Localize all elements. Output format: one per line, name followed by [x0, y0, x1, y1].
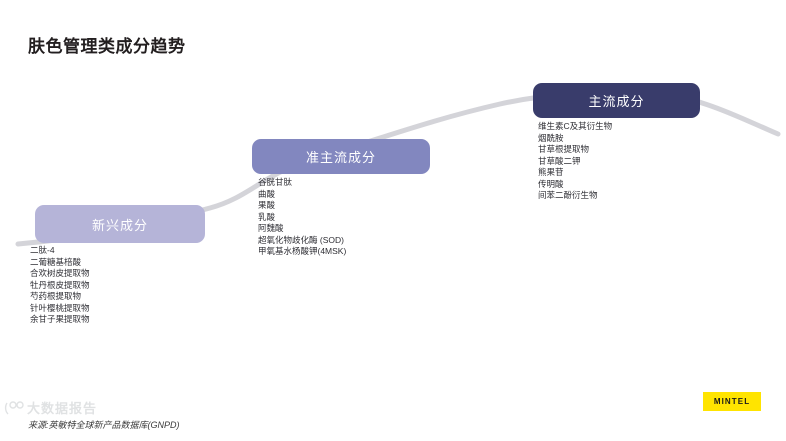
- list-item: 甘草酸二钾: [538, 155, 581, 166]
- list-item: 谷胱甘肽: [258, 177, 293, 187]
- list-item: 二葡糖基棓酸: [30, 256, 82, 267]
- list-item: 芍药根提取物: [30, 291, 82, 301]
- list-item: 针叶樱桃提取物: [30, 302, 90, 313]
- stage-semi-mainstream-ingredient-list: 谷胱甘肽 曲酸 果酸 乳酸 阿魏酸 超氧化物歧化酶 (SOD) 甲氧基水杨酸钾(…: [258, 177, 346, 258]
- mintel-logo: MINTEL: [703, 392, 761, 411]
- list-item: 余甘子果提取物: [30, 314, 90, 324]
- list-item: 果酸: [258, 200, 276, 210]
- list-item: 阿魏酸: [258, 223, 284, 233]
- list-item: 间苯二酚衍生物: [538, 190, 598, 200]
- list-item: 二肽-4: [30, 245, 55, 255]
- list-item: 合欢树皮提取物: [30, 268, 90, 278]
- stage-emerging-ingredient-list: 二肽-4 二葡糖基棓酸 合欢树皮提取物 牡丹根皮提取物 芍药根提取物 针叶樱桃提…: [30, 245, 90, 326]
- stage-mainstream-ingredient-list: 维生素C及其衍生物 烟酰胺 甘草根提取物 甘草酸二钾 熊果苷 传明酸 间苯二酚衍…: [538, 121, 612, 202]
- list-item: 传明酸: [538, 178, 564, 189]
- list-item: 超氧化物歧化酶 (SOD): [258, 234, 344, 245]
- stage-emerging-label[interactable]: 新兴成分: [35, 205, 205, 243]
- list-item: 牡丹根皮提取物: [30, 279, 90, 290]
- list-item: 熊果苷: [538, 167, 564, 177]
- stage-semi-mainstream-label[interactable]: 准主流成分: [252, 139, 430, 174]
- list-item: 甘草根提取物: [538, 144, 590, 154]
- stage-mainstream-label[interactable]: 主流成分: [533, 83, 700, 118]
- list-item: 甲氧基水杨酸钾(4MSK): [258, 246, 347, 256]
- source-footnote: 来源:英敏特全球新产品数据库(GNPD): [28, 420, 180, 430]
- list-item: 烟酰胺: [538, 132, 564, 143]
- mintel-logo-text: MINTEL: [713, 397, 751, 406]
- list-item: 维生素C及其衍生物: [538, 121, 613, 131]
- list-item: 乳酸: [258, 211, 276, 222]
- page-title: 肤色管理类成分趋势: [28, 37, 186, 56]
- list-item: 曲酸: [258, 188, 276, 199]
